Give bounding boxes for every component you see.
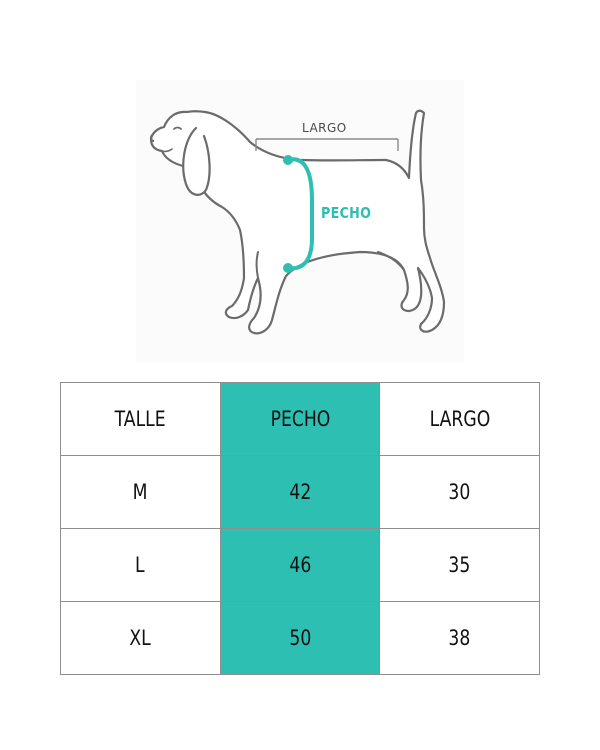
cell-talle: L — [60, 528, 221, 602]
table-row: L 46 35 — [60, 528, 540, 602]
largo-measure-line — [255, 138, 399, 151]
dog-measurement-diagram — [136, 80, 464, 362]
size-table: TALLE PECHO LARGO M 42 30 L 46 35 XL 50 … — [60, 382, 540, 675]
table-row: M 42 30 — [60, 455, 540, 529]
header-largo: LARGO — [379, 382, 540, 456]
largo-label: LARGO — [302, 121, 347, 135]
cell-talle: M — [60, 455, 221, 529]
cell-largo: 35 — [379, 528, 540, 602]
cell-pecho: 46 — [219, 528, 381, 602]
table-header-row: TALLE PECHO LARGO — [60, 382, 540, 456]
cell-talle: XL — [60, 601, 221, 675]
cell-largo: 30 — [379, 455, 540, 529]
cell-pecho: 50 — [219, 601, 381, 675]
table-row: XL 50 38 — [60, 601, 540, 675]
pecho-label: PECHO — [321, 204, 372, 222]
cell-pecho: 42 — [219, 455, 381, 529]
pecho-measure-arc — [283, 155, 314, 273]
cell-largo: 38 — [379, 601, 540, 675]
header-talle: TALLE — [60, 382, 221, 456]
dog-outline-icon — [149, 109, 446, 335]
header-pecho: PECHO — [219, 382, 381, 456]
